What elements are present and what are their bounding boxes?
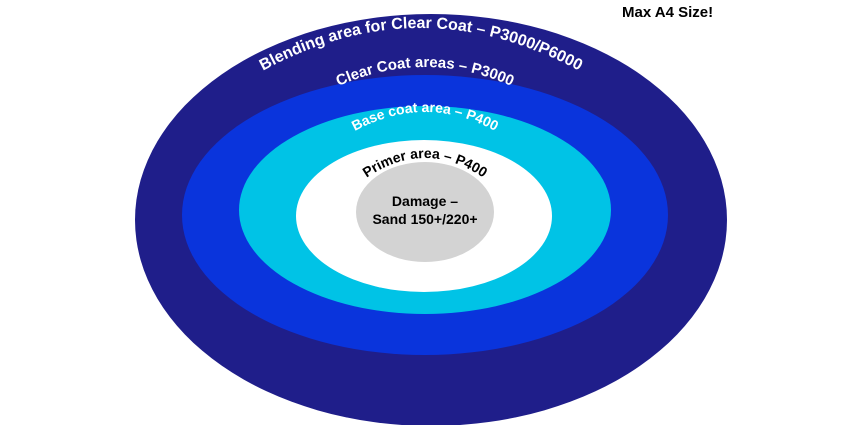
damage-zone (356, 162, 494, 262)
damage-label-line2: Sand 150+/220+ (372, 211, 477, 227)
damage-label-line1: Damage – (392, 193, 458, 209)
max-size-note: Max A4 Size! (622, 4, 713, 21)
